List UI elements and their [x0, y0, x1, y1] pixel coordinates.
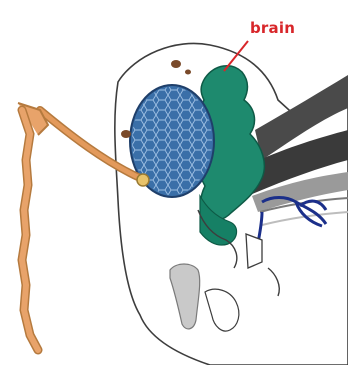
brain-label: brain [250, 19, 295, 37]
